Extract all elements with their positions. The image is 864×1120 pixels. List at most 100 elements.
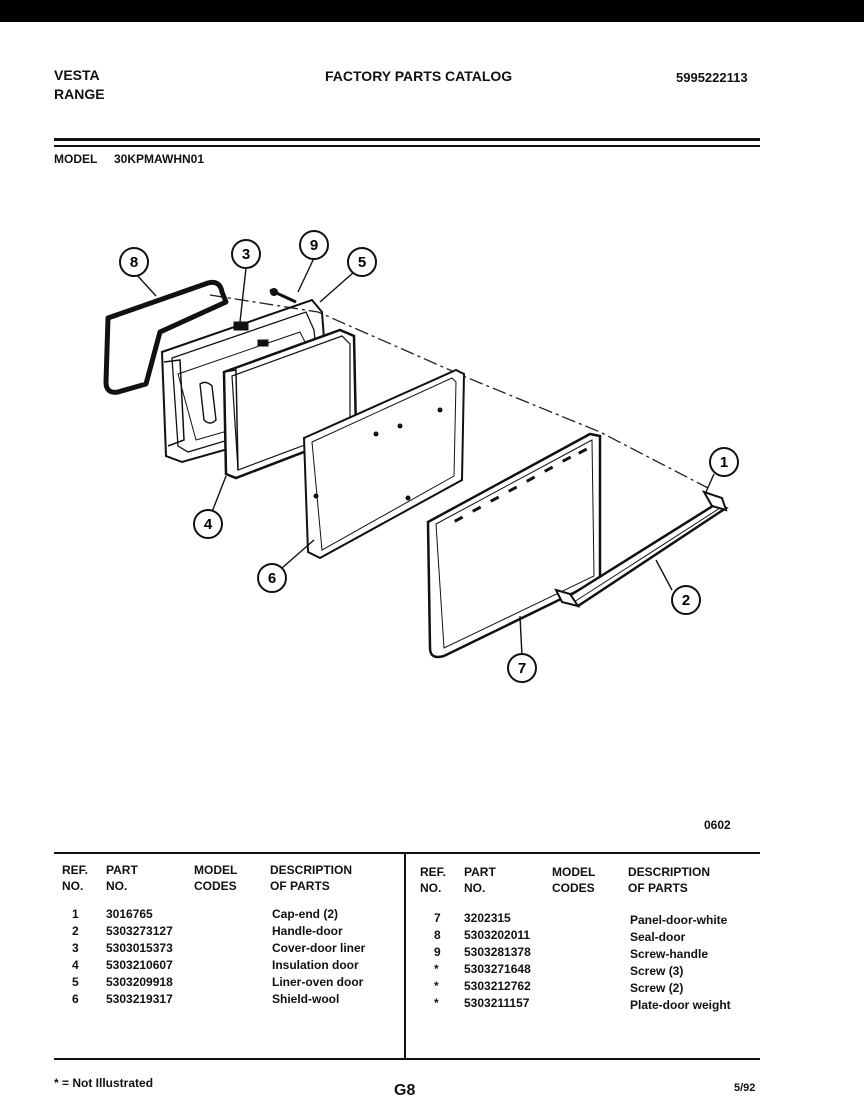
table-row-part: 3202315 xyxy=(464,911,511,925)
callout-7: 7 xyxy=(507,653,537,683)
table-row-part: 5303271648 xyxy=(464,962,531,976)
table-row-ref: * xyxy=(434,979,439,993)
table-row-desc: Liner-oven door xyxy=(272,975,364,989)
header-part-line1: PART xyxy=(106,863,138,877)
header-model-line1: MODEL xyxy=(552,865,596,879)
product-name: RANGE xyxy=(54,86,105,102)
table-row-ref: 6 xyxy=(72,992,79,1006)
header-ref-line2: NO. xyxy=(420,881,442,895)
right-ref-column: 7 8 9 * * * xyxy=(434,910,441,1012)
door-vent-slots xyxy=(453,447,588,523)
model-number: 30KPMAWHN01 xyxy=(114,152,205,166)
left-ref-column: 1 2 3 4 5 6 xyxy=(72,906,79,1008)
model-label: MODEL xyxy=(54,152,98,166)
header-model-line1: MODEL xyxy=(194,863,238,877)
table-row-part: 5303202011 xyxy=(464,928,531,942)
right-desc-column: Panel-door-white Seal-door Screw-handle … xyxy=(630,912,731,1014)
catalog-number: 5995222113 xyxy=(676,70,748,85)
table-row-ref: 7 xyxy=(434,911,441,925)
header-desc-line1: DESCRIPTION xyxy=(270,863,353,877)
table-row-desc: Panel-door-white xyxy=(630,913,728,927)
catalog-title: FACTORY PARTS CATALOG xyxy=(325,68,513,84)
table-row-part: 5303209918 xyxy=(106,975,173,989)
header-rule-bottom xyxy=(54,145,760,147)
left-desc-column: Cap-end (2) Handle-door Cover-door liner… xyxy=(272,906,365,1008)
header-part-line1: PART xyxy=(464,865,496,879)
callout-3-label: 3 xyxy=(242,246,250,263)
table-row-part: 5303273127 xyxy=(106,924,173,938)
header-desc-line1: DESCRIPTION xyxy=(628,865,711,879)
table-row-ref: 1 xyxy=(72,907,79,921)
leader-lines xyxy=(135,257,715,657)
table-row-ref: * xyxy=(434,996,439,1010)
header-part-line2: NO. xyxy=(464,881,486,895)
callout-7-label: 7 xyxy=(518,660,526,677)
footnote-not-illustrated: * = Not Illustrated xyxy=(54,1076,154,1090)
header-ref-line1: REF. xyxy=(420,865,447,879)
header-part-line2: NO. xyxy=(106,879,128,893)
table-row-desc: Screw (2) xyxy=(630,981,684,995)
table-row-desc: Screw (3) xyxy=(630,964,684,978)
table-row-desc: Handle-door xyxy=(272,924,343,938)
callout-4: 4 xyxy=(193,509,223,539)
page-code: G8 xyxy=(394,1082,416,1099)
left-part-column: 3016765 5303273127 5303015373 5303210607… xyxy=(106,906,173,1008)
callout-4-label: 4 xyxy=(204,516,213,533)
table-row-ref: 8 xyxy=(434,928,441,942)
part-cap-end xyxy=(554,490,728,608)
table-row-part: 5303219317 xyxy=(106,992,173,1006)
left-header-model: MODEL CODES xyxy=(194,862,237,894)
table-top-rule xyxy=(54,852,760,854)
table-center-divider xyxy=(404,854,406,1058)
header-ref-line2: NO. xyxy=(62,879,84,893)
callout-6: 6 xyxy=(257,563,287,593)
callout-9-label: 9 xyxy=(310,237,318,254)
table-row-part: 5303015373 xyxy=(106,941,173,955)
right-header-model: MODEL CODES xyxy=(552,864,595,896)
part-shield-wool xyxy=(302,368,466,560)
table-row-desc: Shield-wool xyxy=(272,992,340,1006)
header-desc-line2: OF PARTS xyxy=(270,879,330,893)
right-header-desc: DESCRIPTION OF PARTS xyxy=(628,864,710,896)
table-row-part: 3016765 xyxy=(106,907,153,921)
right-header-ref: REF. NO. xyxy=(420,864,446,896)
table-row-ref: * xyxy=(434,962,439,976)
right-header-part: PART NO. xyxy=(464,864,496,896)
exploded-door-diagram: 1 2 3 4 5 6 7 8 9 xyxy=(103,230,739,683)
scan-top-border xyxy=(0,0,864,22)
part-panel-door-white xyxy=(426,432,602,659)
revision-date: 5/92 xyxy=(734,1082,756,1094)
header-desc-line2: OF PARTS xyxy=(628,881,688,895)
table-row-part: 5303212762 xyxy=(464,979,531,993)
callout-2: 2 xyxy=(671,585,701,615)
right-part-column: 3202315 5303202011 5303281378 5303271648… xyxy=(464,910,531,1012)
part-screw-handle xyxy=(269,288,297,304)
callout-8-label: 8 xyxy=(130,254,138,271)
table-row-ref: 3 xyxy=(72,941,79,955)
left-header-ref: REF. NO. xyxy=(62,862,88,894)
table-row-desc: Insulation door xyxy=(272,958,359,972)
table-row-desc: Cover-door liner xyxy=(272,941,366,955)
callout-2-label: 2 xyxy=(682,592,690,609)
table-row-ref: 5 xyxy=(72,975,79,989)
left-header-desc: DESCRIPTION OF PARTS xyxy=(270,862,352,894)
callout-3: 3 xyxy=(231,239,261,269)
brand-name: VESTA xyxy=(54,67,100,83)
callout-6-label: 6 xyxy=(268,570,276,587)
callout-5-label: 5 xyxy=(358,254,366,271)
callout-9: 9 xyxy=(299,230,329,260)
figure-code: 0602 xyxy=(704,818,731,832)
table-row-part: 5303211157 xyxy=(464,996,530,1010)
callout-1-label: 1 xyxy=(720,454,728,471)
table-row-ref: 2 xyxy=(72,924,79,938)
callout-8: 8 xyxy=(119,247,149,277)
header-rule-top xyxy=(54,138,760,141)
callout-1: 1 xyxy=(709,447,739,477)
header-model-line2: CODES xyxy=(552,881,595,895)
table-row-desc: Screw-handle xyxy=(630,947,709,961)
table-row-desc: Seal-door xyxy=(630,930,686,944)
table-row-part: 5303210607 xyxy=(106,958,173,972)
table-row-desc: Plate-door weight xyxy=(630,998,731,1012)
assembly-line xyxy=(209,294,709,489)
table-row-part: 5303281378 xyxy=(464,945,531,959)
